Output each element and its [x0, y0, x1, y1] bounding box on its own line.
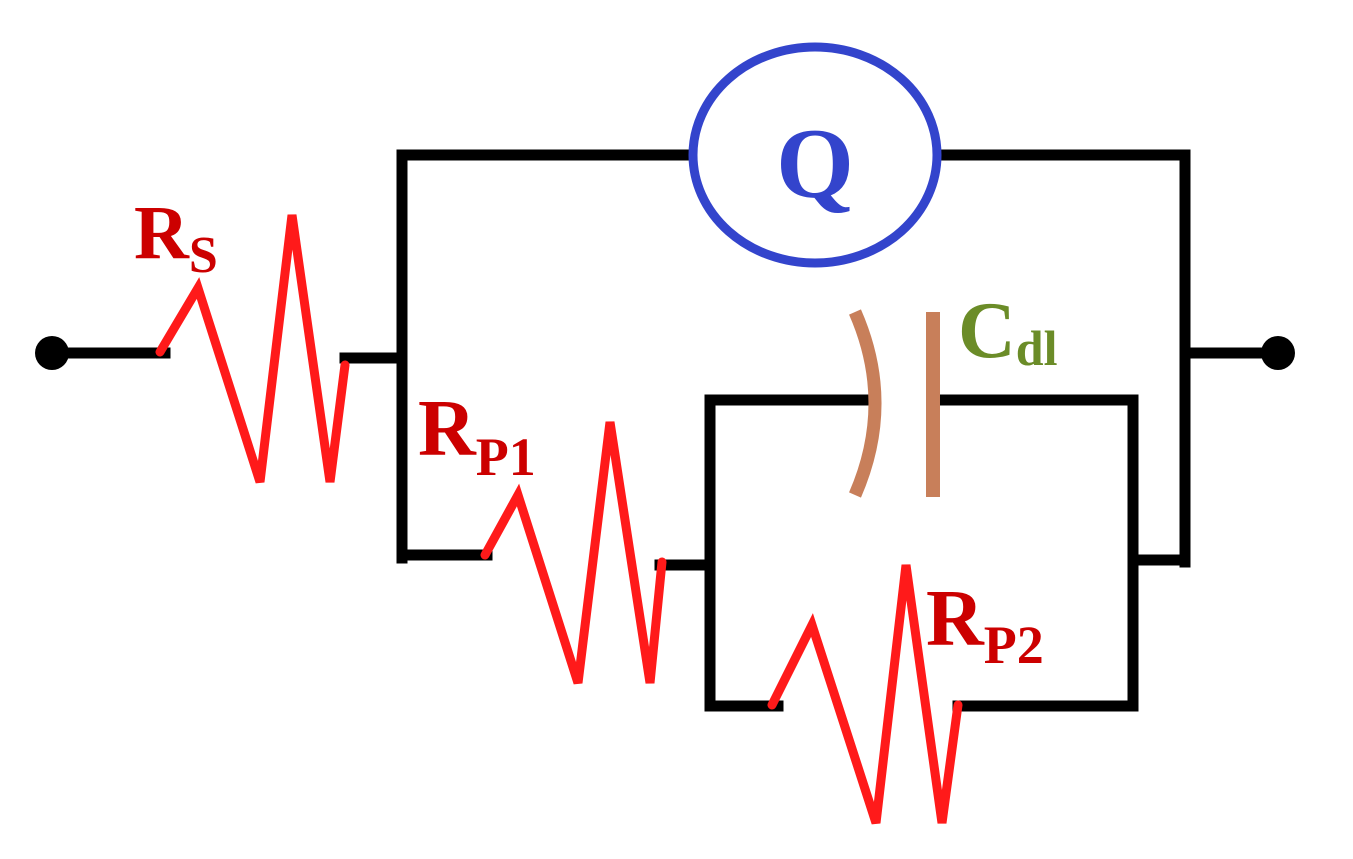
- rp1-label-sub: P1: [476, 427, 536, 487]
- rp1-label: RP1: [418, 385, 536, 487]
- rp2-label-sub: P2: [984, 615, 1044, 675]
- cpe-q-circle: [688, 42, 942, 268]
- capacitor-curved-plate: [849, 309, 882, 498]
- q-label: Q: [776, 108, 854, 219]
- rp1-resistor-zigzag: [480, 421, 667, 685]
- rp1-label-main: R: [418, 385, 477, 473]
- rs-label: RS: [134, 191, 218, 284]
- rp2-label: RP2: [926, 575, 1044, 675]
- left-terminal-dot: [35, 336, 69, 370]
- rp2-label-main: R: [926, 575, 985, 663]
- cdl-label-main: C: [958, 287, 1016, 375]
- cdl-label-sub: dl: [1016, 320, 1058, 376]
- rs-label-sub: S: [189, 227, 218, 284]
- rs-label-main: R: [134, 191, 190, 275]
- rp2-resistor-zigzag: [767, 564, 963, 825]
- rs-resistor-zigzag: [155, 214, 350, 484]
- wires: [39, 149, 1278, 712]
- right-terminal-dot: [1261, 336, 1295, 370]
- cdl-label: Cdl: [958, 287, 1058, 376]
- cdl-capacitor: [849, 309, 940, 498]
